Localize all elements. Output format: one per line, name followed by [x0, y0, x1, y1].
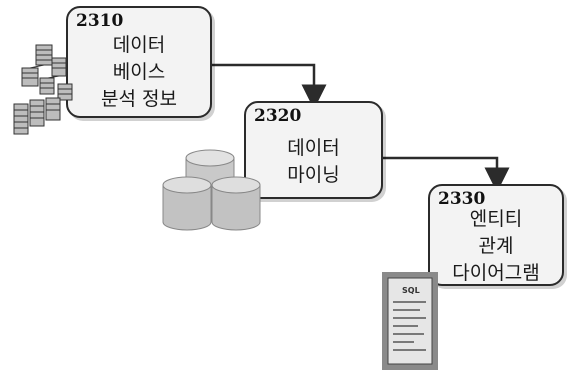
node-label: 데이터 베이스 분석 정보 — [101, 34, 177, 110]
node-number: 2330 — [438, 189, 486, 209]
svg-text:SQL: SQL — [402, 286, 420, 295]
node-number: 2320 — [254, 106, 302, 126]
arrow-2310-to-2320 — [212, 63, 327, 110]
node-2320: 2320 데이터 마이닝 — [244, 101, 383, 199]
node-2330: 2330 엔티티 관계 다이어그램 — [428, 184, 564, 286]
node-label: 데이터 마이닝 — [287, 137, 340, 186]
arrow-2320-to-2330 — [383, 156, 510, 193]
node-label: 엔티티 관계 다이어그램 — [452, 208, 540, 284]
node-number: 2310 — [76, 11, 124, 31]
sql-document-icon: SQL — [382, 272, 438, 370]
node-2310: 2310 데이터 베이스 분석 정보 — [66, 6, 212, 118]
data-structure-icon — [13, 44, 73, 135]
database-cylinders-icon — [162, 149, 261, 231]
